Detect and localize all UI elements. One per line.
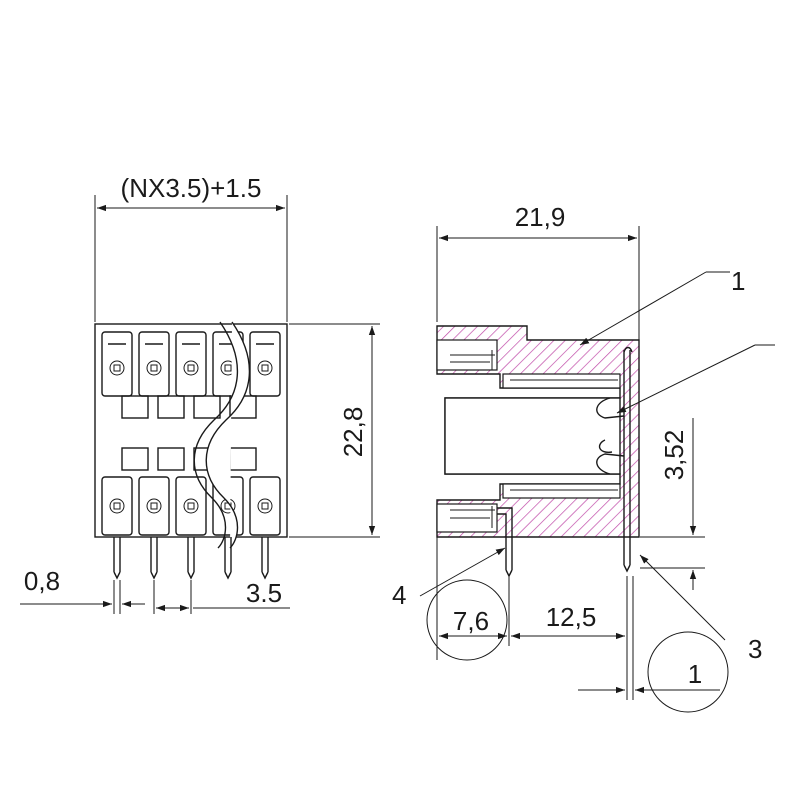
pin-width-label: 0,8 bbox=[24, 566, 60, 596]
front-body-outline bbox=[94, 323, 288, 538]
front-view: (NX3.5)+1.5 bbox=[20, 173, 380, 614]
offset-label: 3,52 bbox=[659, 430, 689, 481]
pin-width-circle bbox=[647, 631, 729, 713]
callout-4: 4 bbox=[392, 580, 406, 610]
right-contact bbox=[623, 346, 633, 573]
pcb-a-circle bbox=[426, 579, 508, 661]
spring-clips bbox=[596, 397, 625, 475]
front-width-label: (NX3.5)+1.5 bbox=[121, 173, 262, 203]
front-height-label: 22,8 bbox=[338, 407, 368, 458]
pcb-a-label: 7,6 bbox=[453, 606, 489, 636]
pitch-label: 3.5 bbox=[246, 578, 282, 608]
front-pins bbox=[113, 537, 269, 580]
pcb-b-label: 12,5 bbox=[546, 602, 597, 632]
bottom-terminal-row bbox=[101, 476, 281, 536]
callout-1: 1 bbox=[731, 266, 745, 296]
top-terminal-row bbox=[101, 331, 281, 397]
callout-leaders bbox=[419, 271, 775, 641]
break-line bbox=[205, 321, 251, 549]
side-pin-label: 1 bbox=[688, 659, 702, 689]
side-view: 21,9 bbox=[392, 202, 775, 713]
side-width-label: 21,9 bbox=[515, 202, 566, 232]
callout-3: 3 bbox=[748, 634, 762, 664]
